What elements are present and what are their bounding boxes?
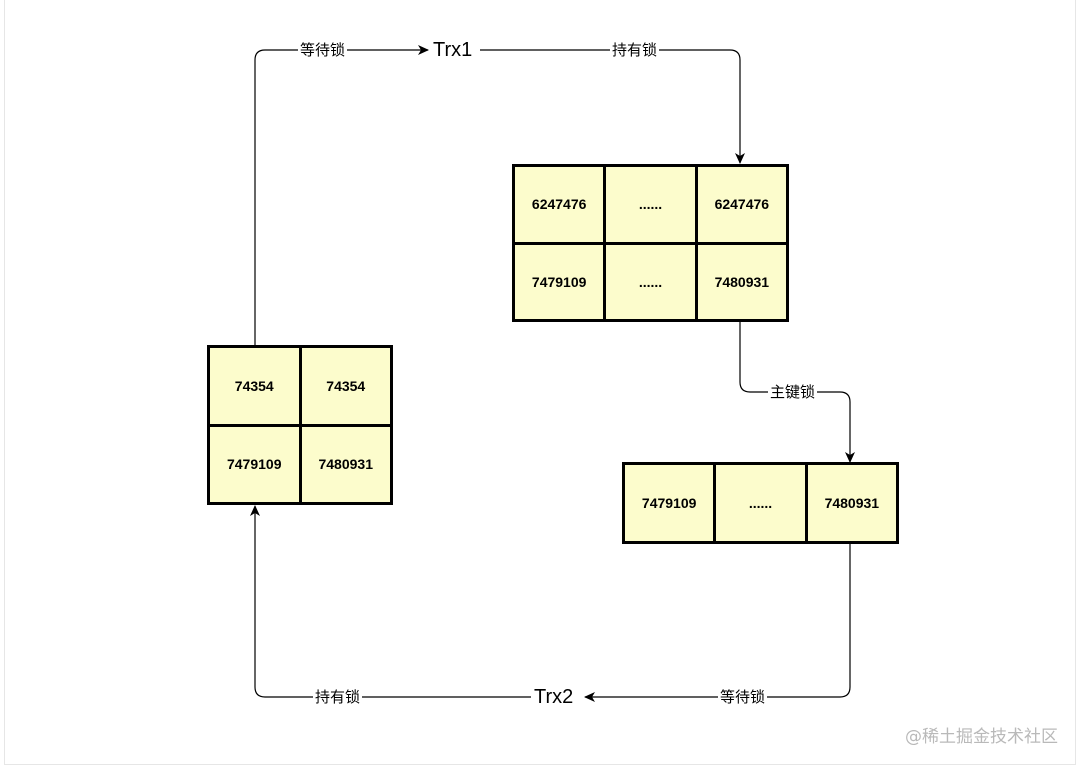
edge-label-hold-top: 持有锁: [610, 41, 660, 59]
cell: 6247476: [697, 167, 786, 242]
index-lock-block-left: 74354 74354 7479109 7480931: [207, 345, 393, 505]
cell: 74354: [301, 348, 390, 424]
diagram-frame: [4, 0, 1076, 765]
edge-label-wait-top: 等待锁: [298, 41, 348, 59]
index-lock-block-top: 6247476 ...... 6247476 7479109 ...... 74…: [512, 164, 789, 322]
edge-label-hold-bottom: 持有锁: [313, 688, 363, 706]
edge-label-wait-bottom: 等待锁: [718, 688, 768, 706]
cell: ......: [606, 167, 695, 242]
cell: 7479109: [515, 244, 604, 319]
cell: ......: [606, 244, 695, 319]
edge-left-to-trx1: [254, 45, 429, 346]
cell: ......: [716, 465, 805, 541]
cell: 7480931: [301, 426, 390, 502]
edge-trx1-to-topblock: [480, 49, 745, 164]
primary-key-lock-block: 7479109 ...... 7480931: [622, 462, 899, 544]
cell: 7479109: [210, 426, 299, 502]
cell: 74354: [210, 348, 299, 424]
cell: 6247476: [515, 167, 604, 242]
transaction-trx1: Trx1: [430, 39, 476, 61]
edge-label-primary-key: 主键锁: [768, 383, 818, 401]
edge-trx2-to-left: [250, 505, 531, 698]
transaction-trx2: Trx2: [531, 686, 577, 708]
watermark: @稀土掘金技术社区: [905, 727, 1058, 747]
cell: 7479109: [625, 465, 714, 541]
cell: 7480931: [697, 244, 786, 319]
cell: 7480931: [807, 465, 896, 541]
edge-bottomblock-to-trx2: [584, 543, 851, 702]
